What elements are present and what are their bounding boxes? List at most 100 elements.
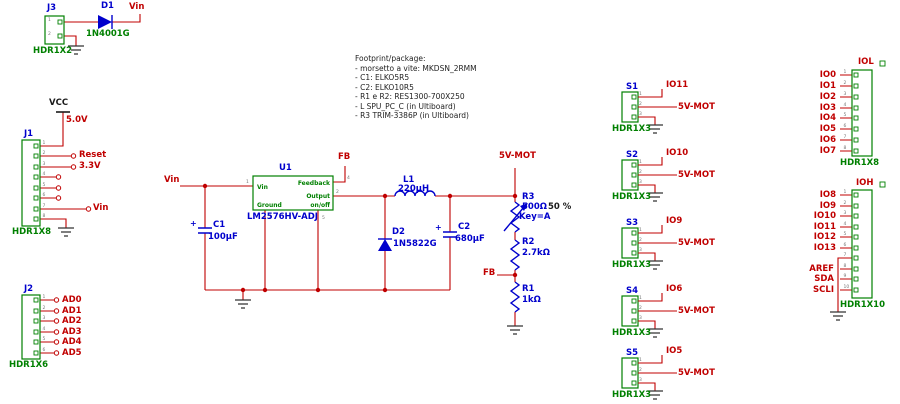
u1-refdes[interactable]: U1 xyxy=(279,163,292,173)
j2-refdes[interactable]: J2 xyxy=(24,284,34,294)
c2-refdes[interactable]: C2 xyxy=(458,222,471,232)
net-label-io11[interactable]: IO11 xyxy=(666,80,689,90)
net-label-5vmot-s2[interactable]: 5V-MOT xyxy=(678,170,715,180)
r3-value[interactable]: 500Ω xyxy=(522,202,547,212)
potentiometer-r3-symbol[interactable] xyxy=(503,201,528,233)
ground-icon[interactable] xyxy=(506,325,524,335)
iol-footprint[interactable]: HDR1X8 xyxy=(840,158,880,168)
r3-key[interactable]: Key=A xyxy=(519,212,551,222)
j3-refdes[interactable]: J3 xyxy=(47,3,57,13)
net-label-io13[interactable]: IO13 xyxy=(813,243,836,253)
net-label-io12[interactable]: IO12 xyxy=(813,232,836,242)
s2-refdes[interactable]: S2 xyxy=(626,150,639,160)
d2-refdes[interactable]: D2 xyxy=(392,227,405,237)
s5-refdes[interactable]: S5 xyxy=(626,348,639,358)
resistor-r2-symbol[interactable] xyxy=(510,239,520,271)
net-label-3v3[interactable]: 3.3V xyxy=(79,161,101,171)
resistor-r1-symbol[interactable] xyxy=(510,281,520,313)
s1-refdes[interactable]: S1 xyxy=(626,82,639,92)
net-label-io11-ioh[interactable]: IO11 xyxy=(813,222,836,232)
net-label-io9[interactable]: IO9 xyxy=(666,216,683,226)
connector-j2-symbol[interactable]: 1 2 3 4 5 6 xyxy=(21,294,46,360)
net-label-5vmot-s5[interactable]: 5V-MOT xyxy=(678,368,715,378)
net-label-vcc[interactable]: VCC xyxy=(49,98,69,108)
s1-footprint[interactable]: HDR1X3 xyxy=(612,124,652,134)
s5-footprint[interactable]: HDR1X3 xyxy=(612,390,652,400)
net-label-vin-j1[interactable]: Vin xyxy=(93,203,109,213)
net-label-5vmot-s4[interactable]: 5V-MOT xyxy=(678,306,715,316)
s2-footprint[interactable]: HDR1X3 xyxy=(612,192,652,202)
net-label-5vmot-s1[interactable]: 5V-MOT xyxy=(678,102,715,112)
net-label-io6-iol[interactable]: IO6 xyxy=(819,135,836,145)
j1-refdes[interactable]: J1 xyxy=(24,129,34,139)
ground-icon[interactable] xyxy=(57,227,75,237)
s4-footprint[interactable]: HDR1X3 xyxy=(612,328,652,338)
net-label-io10[interactable]: IO10 xyxy=(666,148,689,158)
r3-refdes[interactable]: R3 xyxy=(522,192,535,202)
net-label-io1[interactable]: IO1 xyxy=(819,81,836,91)
net-label-io9[interactable]: IO9 xyxy=(819,201,836,211)
net-label-io7[interactable]: IO7 xyxy=(819,146,836,156)
diode-d2-symbol[interactable] xyxy=(378,238,392,251)
u1-value[interactable]: LM2576HV-ADJ xyxy=(247,212,318,222)
s3-refdes[interactable]: S3 xyxy=(626,218,639,228)
ioh-footprint[interactable]: HDR1X10 xyxy=(840,300,886,310)
regulator-u1-symbol[interactable]: Vin Feedback Output Ground on/off 1 2 3 … xyxy=(246,175,350,221)
net-label-scli[interactable]: SCLI xyxy=(813,285,834,295)
ioh-title[interactable]: IOH xyxy=(856,178,874,188)
l1-value[interactable]: 220µH xyxy=(398,184,430,194)
net-label-5v[interactable]: 5.0V xyxy=(66,115,88,125)
net-label-ad4[interactable]: AD4 xyxy=(62,337,82,347)
connector-ioh-symbol[interactable]: 1 2 3 4 5 6 7 8 9 10 xyxy=(844,181,886,299)
connector-j3-symbol[interactable]: 1 2 xyxy=(44,15,65,45)
net-label-vin-top[interactable]: Vin xyxy=(129,2,145,12)
net-label-ad1[interactable]: AD1 xyxy=(62,306,82,316)
d1-refdes[interactable]: D1 xyxy=(101,1,114,11)
inductor-l1-symbol[interactable] xyxy=(394,190,436,197)
net-label-io0[interactable]: IO0 xyxy=(819,70,836,80)
c1-refdes[interactable]: C1 xyxy=(213,220,226,230)
d1-value[interactable]: 1N4001G xyxy=(86,29,130,39)
net-label-ad0[interactable]: AD0 xyxy=(62,295,82,305)
l1-refdes[interactable]: L1 xyxy=(403,175,415,185)
r2-value[interactable]: 2.7kΩ xyxy=(522,248,550,258)
net-label-io6[interactable]: IO6 xyxy=(666,284,683,294)
net-label-reset[interactable]: Reset xyxy=(79,150,107,160)
j3-footprint[interactable]: HDR1X2 xyxy=(33,46,73,56)
net-label-vin-reg[interactable]: Vin xyxy=(164,175,180,185)
ground-icon[interactable] xyxy=(234,299,252,309)
s4-refdes[interactable]: S4 xyxy=(626,286,639,296)
c1-value[interactable]: 100µF xyxy=(208,232,238,242)
net-label-io2[interactable]: IO2 xyxy=(819,92,836,102)
capacitor-c2-symbol[interactable]: + xyxy=(435,223,457,238)
connector-iol-symbol[interactable]: 1 2 3 4 5 6 7 8 xyxy=(844,60,886,157)
iol-title[interactable]: IOL xyxy=(858,57,874,67)
r1-refdes[interactable]: R1 xyxy=(522,284,535,294)
net-label-ad3[interactable]: AD3 xyxy=(62,327,82,337)
net-label-io3[interactable]: IO3 xyxy=(819,103,836,113)
net-label-io5-iol[interactable]: IO5 xyxy=(819,124,836,134)
d2-value[interactable]: 1N5822G xyxy=(393,239,437,249)
connector-j1-symbol[interactable]: 1 2 3 4 5 6 7 8 xyxy=(21,139,46,227)
diode-d1-symbol[interactable] xyxy=(98,15,113,29)
net-label-io8[interactable]: IO8 xyxy=(819,190,836,200)
c2-value[interactable]: 680µF xyxy=(455,234,485,244)
net-label-io10[interactable]: IO10 xyxy=(813,211,836,221)
j2-footprint[interactable]: HDR1X6 xyxy=(9,360,49,370)
r1-value[interactable]: 1kΩ xyxy=(522,295,541,305)
net-label-io5[interactable]: IO5 xyxy=(666,346,683,356)
ground-icon[interactable] xyxy=(829,311,847,321)
net-label-ad5[interactable]: AD5 xyxy=(62,348,82,358)
net-label-5vmot[interactable]: 5V-MOT xyxy=(499,151,536,161)
net-label-fb-bottom[interactable]: FB xyxy=(483,268,496,278)
net-label-fb-top[interactable]: FB xyxy=(338,152,351,162)
net-label-5vmot-s3[interactable]: 5V-MOT xyxy=(678,238,715,248)
j1-footprint[interactable]: HDR1X8 xyxy=(12,227,52,237)
s3-footprint[interactable]: HDR1X3 xyxy=(612,260,652,270)
net-label-ad2[interactable]: AD2 xyxy=(62,316,82,326)
net-label-aref[interactable]: AREF xyxy=(809,264,834,274)
r2-refdes[interactable]: R2 xyxy=(522,237,535,247)
capacitor-c1-symbol[interactable]: + xyxy=(190,219,212,234)
net-label-io4[interactable]: IO4 xyxy=(819,113,836,123)
net-label-sda[interactable]: SDA xyxy=(814,274,834,284)
